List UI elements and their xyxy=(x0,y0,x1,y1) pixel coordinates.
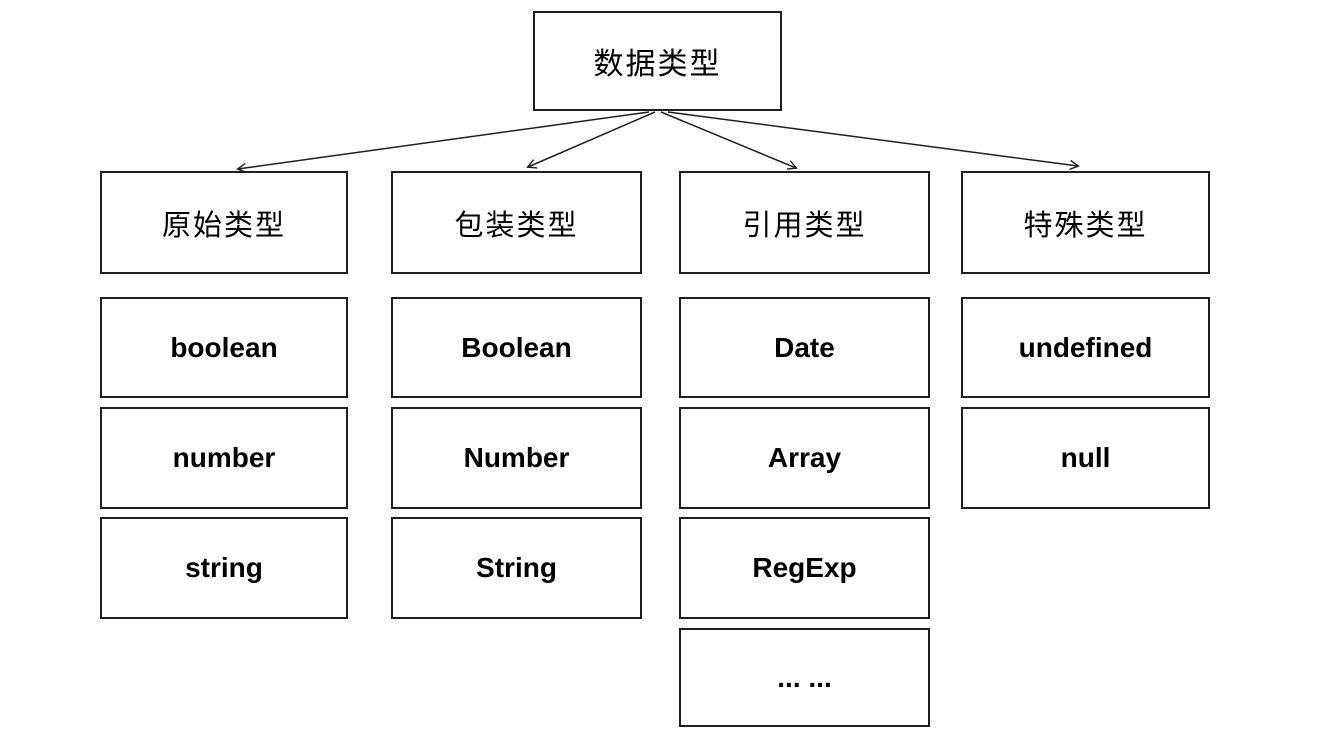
node-reference-types-label: 引用类型 xyxy=(742,209,867,242)
node-string-wrapper-label: String xyxy=(476,552,557,583)
node-ellipsis: ... ... xyxy=(679,628,930,727)
node-string-wrapper: String xyxy=(391,517,642,619)
edge-root-to-reference xyxy=(660,111,798,170)
node-wrapper-types-label: 包装类型 xyxy=(454,209,579,242)
node-undefined: undefined xyxy=(961,297,1210,398)
node-boolean: boolean xyxy=(100,297,348,398)
node-boolean-wrapper: Boolean xyxy=(391,297,642,398)
node-wrapper-types: 包装类型 xyxy=(391,171,642,274)
node-ellipsis-label: ... ... xyxy=(777,661,832,693)
node-number-wrapper-label: Number xyxy=(463,442,570,473)
node-boolean-wrapper-label: Boolean xyxy=(461,331,572,363)
node-date-label: Date xyxy=(774,331,835,363)
node-primitive-types: 原始类型 xyxy=(100,171,348,274)
node-string: string xyxy=(100,517,348,619)
node-string-label: string xyxy=(185,552,263,583)
node-null-label: null xyxy=(1060,442,1111,473)
node-regexp-label: RegExp xyxy=(752,552,857,583)
node-number-label: number xyxy=(172,442,276,473)
node-array: Array xyxy=(679,407,930,509)
node-number-wrapper: Number xyxy=(391,407,642,509)
edge-root-to-wrapper xyxy=(526,111,656,169)
node-root-label: 数据类型 xyxy=(593,48,722,81)
node-regexp: RegExp xyxy=(679,517,930,619)
node-undefined-label: undefined xyxy=(1018,331,1153,363)
node-reference-types: 引用类型 xyxy=(679,171,930,274)
node-special-types: 特殊类型 xyxy=(961,171,1210,274)
edge-root-to-special xyxy=(667,111,1080,171)
node-primitive-types-label: 原始类型 xyxy=(161,209,286,242)
node-root: 数据类型 xyxy=(533,11,782,111)
node-boolean-label: boolean xyxy=(170,331,278,363)
node-null: null xyxy=(961,407,1210,509)
node-date: Date xyxy=(679,297,930,398)
edge-root-to-primitive xyxy=(236,111,650,174)
node-special-types-label: 特殊类型 xyxy=(1023,209,1148,242)
node-number: number xyxy=(100,407,348,509)
node-array-label: Array xyxy=(767,442,842,473)
